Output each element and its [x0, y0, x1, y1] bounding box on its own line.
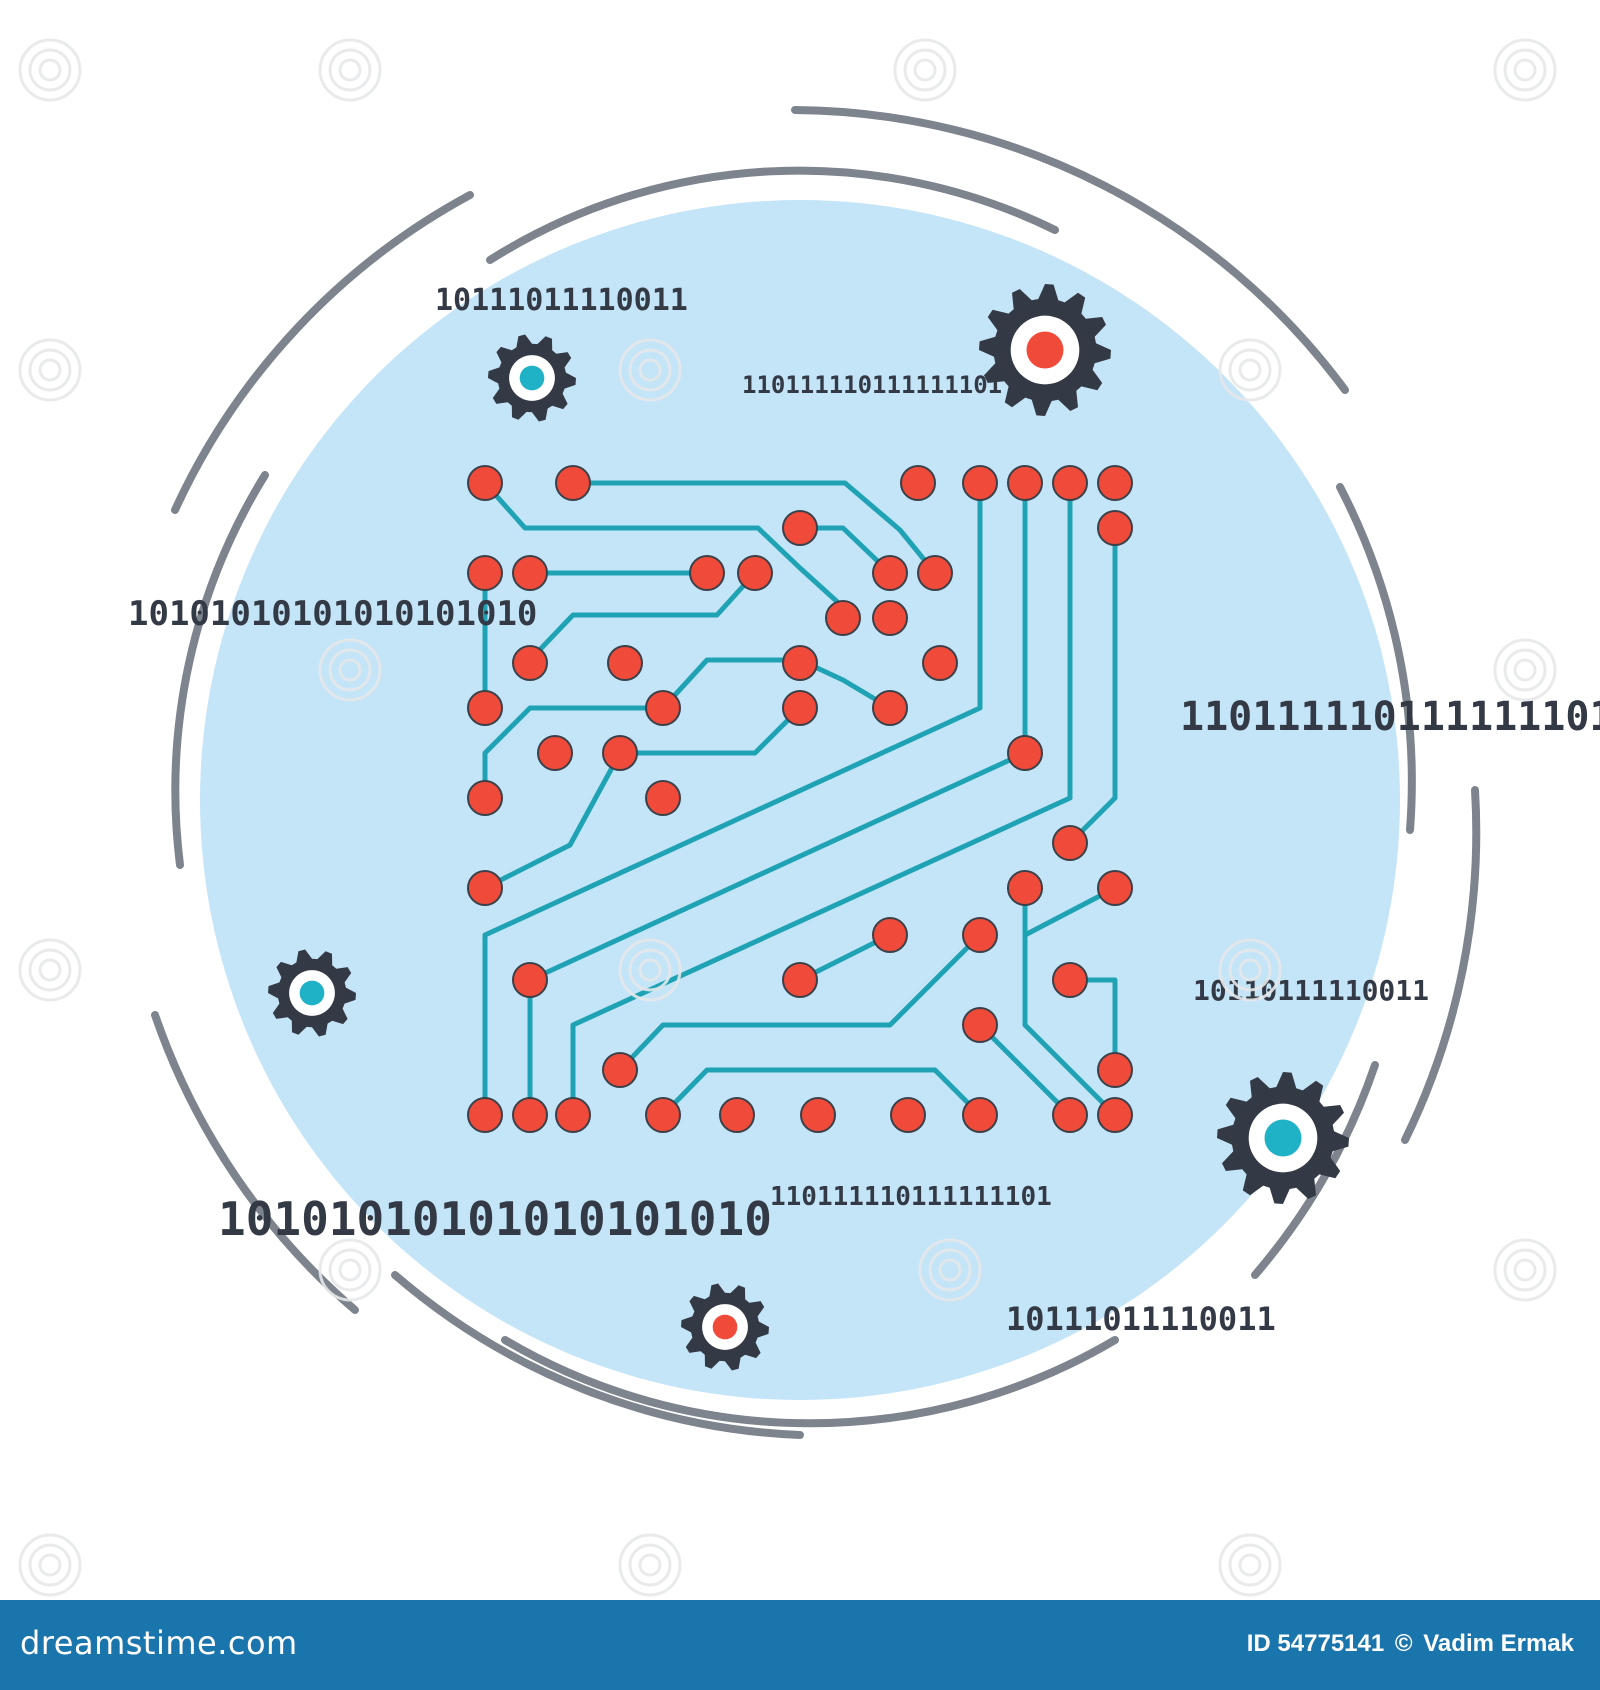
circuit-node	[1097, 465, 1133, 501]
watermark-swirl-icon	[1218, 1533, 1282, 1597]
circuit-nodes	[467, 465, 1133, 1133]
watermark-swirl-icon	[1218, 338, 1282, 402]
watermark-swirl-icon	[18, 38, 82, 102]
circuit-node	[555, 465, 591, 501]
gears	[268, 284, 1349, 1371]
circuit-node	[555, 1097, 591, 1133]
circuit-node	[872, 690, 908, 726]
dreamstime-logo[interactable]: dreamstime.com	[20, 1624, 298, 1662]
circuit-node	[1007, 870, 1043, 906]
circuit-node	[602, 1052, 638, 1088]
circuit-node	[962, 917, 998, 953]
circuit-node	[1097, 870, 1133, 906]
circuit-node	[645, 780, 681, 816]
circuit-node	[962, 1007, 998, 1043]
circuit-node	[922, 645, 958, 681]
copyright-icon: ©	[1394, 1630, 1413, 1657]
circuit-node	[1097, 1052, 1133, 1088]
circuit-node	[890, 1097, 926, 1133]
circuit-node	[1052, 962, 1088, 998]
circuit-node	[1097, 1097, 1133, 1133]
watermark-swirl-icon	[318, 1238, 382, 1302]
circuit-node	[467, 465, 503, 501]
footer-bar: dreamstime.com ID 54775141 © Vadim Ermak	[0, 1600, 1600, 1690]
circuit-node	[737, 555, 773, 591]
circuit-node	[800, 1097, 836, 1133]
watermark-swirl-icon	[1493, 1238, 1557, 1302]
watermark-swirl-icon	[318, 638, 382, 702]
watermark-swirl-icon	[618, 938, 682, 1002]
circuit-node	[537, 735, 573, 771]
watermark-swirl-icon	[1218, 938, 1282, 1002]
binary-label: 110111110111111101	[742, 371, 1002, 399]
binary-label: 110111110111111101	[770, 1182, 1052, 1212]
circuit-node	[1052, 465, 1088, 501]
binary-label: 10111011110011	[435, 283, 688, 318]
circuit-node	[645, 1097, 681, 1133]
watermark-swirl-icon	[618, 338, 682, 402]
circuit-node	[782, 962, 818, 998]
watermark-swirl-icon	[918, 1238, 982, 1302]
image-credit: ID 54775141 © Vadim Ermak	[1247, 1630, 1578, 1658]
circuit-node	[602, 735, 638, 771]
gear-icon	[268, 949, 356, 1037]
binary-label: 10101010101010101010	[128, 594, 537, 634]
circuit-illustration: 10111011110011 110111110111111101 101010…	[18, 38, 1600, 1597]
gear-icon	[488, 334, 576, 422]
watermark-swirl-icon	[1493, 638, 1557, 702]
circuit-node	[512, 962, 548, 998]
circuit-node	[1097, 510, 1133, 546]
circuit-node	[782, 510, 818, 546]
circuit-node	[467, 555, 503, 591]
circuit-node	[607, 645, 643, 681]
watermark-swirl-icon	[318, 38, 382, 102]
circuit-node	[900, 465, 936, 501]
watermark-swirl-icon	[18, 1533, 82, 1597]
circuit-node	[917, 555, 953, 591]
circuit-node	[467, 1097, 503, 1133]
watermark-swirl-icon	[18, 338, 82, 402]
circuit-node	[825, 600, 861, 636]
binary-labels: 10111011110011 110111110111111101 101010…	[128, 283, 1600, 1338]
watermark-swirl-icon	[618, 1533, 682, 1597]
gear-icon	[1217, 1072, 1349, 1204]
circuit-node	[872, 917, 908, 953]
binary-label: 10101010101010101010	[218, 1192, 772, 1246]
circuit-traces	[482, 480, 1118, 1117]
watermark-swirl-icon	[1493, 38, 1557, 102]
gear-icon	[979, 284, 1111, 416]
watermark-swirls	[18, 38, 1557, 1597]
circuit-node	[467, 780, 503, 816]
circuit-node	[512, 645, 548, 681]
circuit-node	[1007, 735, 1043, 771]
circuit-node	[719, 1097, 755, 1133]
circuit-node	[512, 555, 548, 591]
circuit-node	[512, 1097, 548, 1133]
circuit-node	[467, 690, 503, 726]
circuit-node	[467, 870, 503, 906]
binary-label: 10111011110011	[1006, 1300, 1276, 1338]
circuit-node	[1052, 825, 1088, 861]
circuit-node	[1052, 1097, 1088, 1133]
circuit-node	[645, 690, 681, 726]
gear-icon	[681, 1283, 769, 1371]
author-name: Vadim Ermak	[1423, 1630, 1574, 1657]
circuit-node	[689, 555, 725, 591]
circuit-node	[782, 690, 818, 726]
circuit-node	[872, 555, 908, 591]
circuit-node	[1007, 465, 1043, 501]
circuit-node	[872, 600, 908, 636]
watermark-swirl-icon	[893, 38, 957, 102]
binary-label: 110111110111111101	[1180, 694, 1600, 740]
watermark-swirl-icon	[18, 938, 82, 1002]
image-id: ID 54775141	[1246, 1630, 1385, 1657]
circuit-node	[962, 1097, 998, 1133]
circuit-node	[782, 645, 818, 681]
circuit-node	[962, 465, 998, 501]
